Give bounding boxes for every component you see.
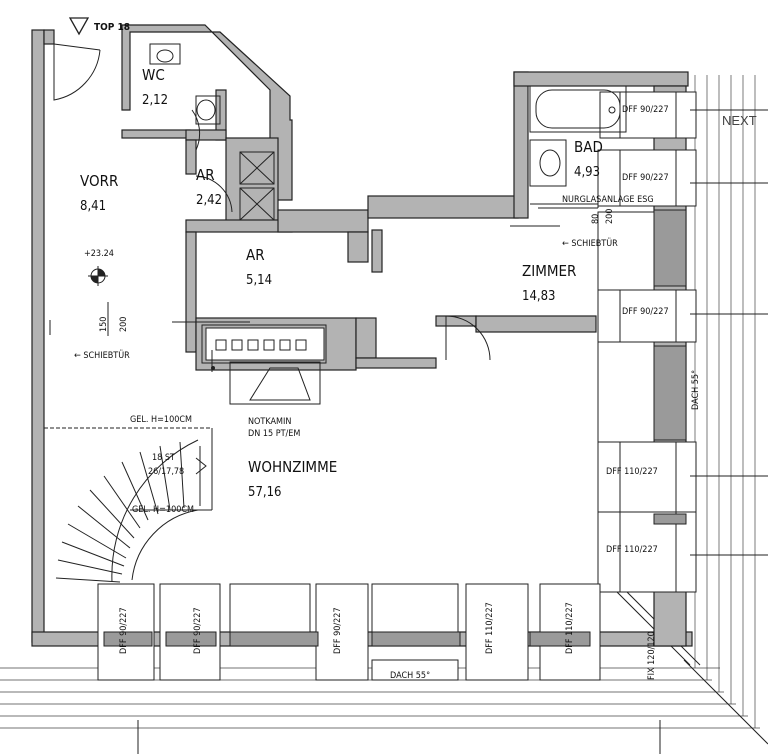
bad-door-200: 200	[605, 209, 615, 224]
fixed-window-label: FIX 120/120	[647, 631, 657, 680]
right-window-label-5: DFF 110/227	[606, 545, 658, 555]
bottom-window-label-2: DFF 90/227	[193, 607, 203, 654]
stairs-dims: 26/17,78	[148, 467, 184, 477]
room-area-zimmer: 14,83	[522, 289, 555, 304]
room-name-zimmer: ZIMMER	[522, 262, 576, 280]
room-area-ar: 5,14	[246, 273, 272, 288]
door-size-200: 200	[119, 317, 129, 332]
fixtures	[149, 43, 627, 221]
door-size-150: 150	[99, 317, 109, 332]
entrance-marker-icon	[68, 17, 90, 36]
elevation-marker	[88, 266, 109, 336]
room-name-wohnzimmer: WOHNZIMME	[248, 458, 337, 476]
stairs-count: 18 ST	[152, 453, 175, 463]
right-window-label-4: DFF 110/227	[606, 467, 658, 477]
spiral-staircase	[55, 439, 207, 583]
room-area-wc: 2,12	[142, 93, 168, 108]
schiebetuer-right: ← SCHIEBTÜR	[562, 238, 618, 249]
bad-door-80: 80	[591, 214, 601, 224]
bottom-window-label-1: DFF 90/227	[119, 607, 129, 654]
notkamin-label-1: NOTKAMIN	[248, 417, 292, 427]
walls	[31, 24, 693, 647]
railings	[44, 427, 213, 511]
room-name-ar: AR	[246, 246, 265, 264]
schiebetuer-left: ← SCHIEBTÜR	[74, 350, 130, 361]
railing-label-bottom: GEL. H=100CM	[132, 505, 194, 515]
next-button[interactable]: NEXT	[722, 113, 757, 128]
elevation-label: +23.24	[84, 249, 114, 259]
room-name-wc: WC	[142, 66, 165, 84]
notkamin-label-2: DN 15 PT/EM	[248, 429, 300, 439]
unit-label: TOP 18	[94, 22, 130, 33]
room-name-bad: BAD	[574, 138, 603, 156]
railing-label-top: GEL. H=100CM	[130, 415, 192, 425]
room-area-bad: 4,93	[574, 165, 600, 180]
room-name-vorr: VORR	[80, 172, 118, 190]
bottom-window-label-3: DFF 90/227	[333, 607, 343, 654]
room-area-ar-small: 2,42	[196, 193, 222, 208]
right-window-label-2: DFF 90/227	[622, 173, 669, 183]
right-window-label-1: DFF 90/227	[622, 105, 669, 115]
chimney-flues	[215, 339, 307, 351]
roof-edge-lines	[0, 75, 768, 754]
room-name-ar-small: AR	[196, 166, 215, 184]
right-window-label-3: DFF 90/227	[622, 307, 669, 317]
room-area-vorr: 8,41	[80, 199, 106, 214]
nurglas-label: NURGLASANLAGE ESG	[562, 195, 654, 205]
bottom-window-label-5: DFF 110/227	[565, 602, 575, 654]
room-area-wohnzimmer: 57,16	[248, 485, 281, 500]
bottom-window-label-4: DFF 110/227	[485, 602, 495, 654]
roof-slope-bottom: DACH 55°	[390, 671, 430, 681]
roof-slope-right: DACH 55°	[691, 370, 701, 410]
right-window-frames	[597, 91, 768, 593]
doors	[49, 43, 560, 361]
bottom-window-frames	[97, 583, 601, 681]
notkamin-symbol	[211, 350, 321, 405]
